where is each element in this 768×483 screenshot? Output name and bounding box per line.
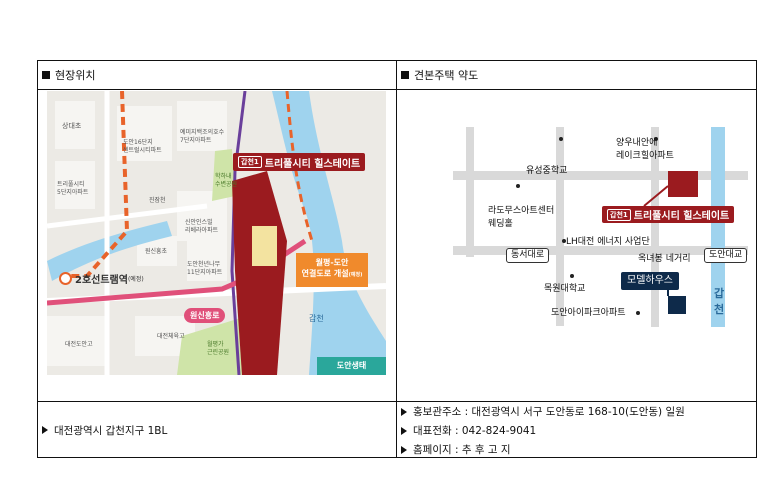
dir-label-lacrosse-line1: 라도무스아트센터 (488, 206, 555, 216)
map-label-school: 대전체육고 (157, 333, 185, 340)
project-name: 트리풀시티 힐스테이트 (264, 158, 361, 170)
directions-map-graphic (453, 127, 748, 327)
map-label-sinan: 신안인스빌 리베라아파트 (185, 219, 218, 235)
footer-address: 홍보관주소 : 대전광역시 서구 도안동로 168-10(도안동) 일원 (413, 406, 685, 418)
tram-station-label: 2호선트램역 (예정) (59, 271, 144, 286)
dir-label-yangwoo-line2: 레이크힐아파트 (616, 151, 674, 161)
dir-road-dongseo: 동서대로 (506, 248, 550, 263)
tram-station-sub: (예정) (127, 276, 144, 283)
wonsin-road-label: 원신흥로 (184, 308, 226, 323)
square-bullet-icon (42, 71, 50, 79)
map-label-wonsincho: 원신흥초 (145, 248, 168, 255)
triangle-bullet-icon (401, 445, 407, 454)
footer-homepage: 홈페이지 : 추 후 고 지 (413, 444, 511, 456)
map-label-doancheon-line2: 11단지아파트 (187, 269, 223, 276)
map-label-park-gap-line2: 수변공원 (215, 181, 238, 188)
map-label-ejs-line1: 예미지백조의호수 (180, 129, 225, 136)
footer-phone: 대표전화 : 042-824-9041 (413, 425, 537, 437)
triangle-bullet-icon (401, 426, 407, 435)
map-label-park: 월평가 근린공원 (207, 341, 229, 357)
footer-left: 대전광역시 갑천지구 1BL (42, 402, 396, 458)
dir-label-yangwoo: 양우내안에 레이크힐아파트 (616, 137, 674, 163)
triangle-bullet-icon (42, 426, 48, 434)
footer-homepage-row: 홈페이지 : 추 후 고 지 (401, 442, 755, 457)
dir-label-yangwoo-line1: 양우내안에 (616, 138, 658, 148)
map-label-treefull-line2: 5단지아파트 (57, 189, 89, 196)
map-label-treefull-line1: 트리풀시티 (57, 181, 85, 188)
map-label-park-gap: 학하내 수변공원 (215, 173, 237, 189)
map-label-doan-danji: 도안16단지 센트럴시티파트 (123, 139, 162, 155)
dir-road-doan-bridge: 도안대교 (704, 248, 748, 263)
dir-project-tag: 갑천1 (607, 208, 631, 221)
map-label-park-line1: 월평가 (207, 341, 224, 348)
directions-map: 양우내안에 레이크힐아파트 유성중학교 라도무스아트센터 웨딩홀 갑천1 트리풀… (406, 91, 754, 391)
dir-project-label: 갑천1 트리풀시티 힐스테이트 (602, 206, 735, 223)
header-location-label: 현장위치 (55, 69, 96, 82)
map-label-ejs: 예미지백조의호수 7단지아파트 (180, 129, 224, 145)
row-divider-1 (38, 89, 756, 90)
map-label-doancheon-line1: 도안천년나무 (187, 261, 221, 268)
dir-label-lh: LH대전 에너지 사업단 (566, 237, 650, 247)
map-label-ejs-line2: 7단지아파트 (180, 137, 212, 144)
header-location: 현장위치 (38, 61, 396, 89)
footer-address-row: 홍보관주소 : 대전광역시 서구 도안동로 168-10(도안동) 일원 (401, 404, 755, 419)
dir-project-name: 트리풀시티 힐스테이트 (633, 211, 730, 222)
road-callout-line1: 월평-도안 (315, 258, 349, 267)
footer-left-text: 대전광역시 갑천지구 1BL (54, 424, 168, 437)
row-divider-2 (38, 401, 756, 402)
map-label-doancheon: 도안천년나무 11단지아파트 (187, 261, 222, 277)
site-map-graphic (47, 91, 386, 375)
triangle-bullet-icon (401, 407, 407, 416)
road-callout-sub: (예정) (348, 272, 363, 278)
map-label-sangdaedong: 상대초 (62, 122, 82, 130)
doan-eco-label: 도안생태 (317, 357, 386, 375)
header-directions: 견본주택 약도 (397, 61, 757, 89)
map-label-doan-danji-line1: 도안16단지 (123, 139, 153, 146)
site-map: 상대초 도안16단지 센트럴시티파트 예미지백조의호수 7단지아파트 트리풀시티… (47, 91, 386, 375)
tram-station-icon (59, 272, 72, 285)
header-directions-label: 견본주택 약도 (414, 69, 479, 82)
dir-label-gapcheon: 갑 천 (713, 287, 725, 316)
square-bullet-icon (401, 71, 409, 79)
info-table: 현장위치 견본주택 약도 (37, 60, 757, 458)
road-callout-line2: 연결도로 개설 (301, 269, 349, 278)
map-label-gapcheon: 갑천 (309, 314, 324, 323)
dir-label-ipark: 도안아이파크아파트 (551, 308, 626, 318)
footer-phone-row: 대표전화 : 042-824-9041 (401, 423, 755, 438)
tram-station-name: 2호선트램역 (75, 275, 128, 286)
road-callout: 월평-도안 연결도로 개설(예정) (296, 253, 368, 287)
dir-label-lacrosse-line2: 웨딩홀 (488, 219, 513, 229)
map-label-park-line2: 근린공원 (207, 349, 230, 356)
dir-label-lacrosse: 라도무스아트센터 웨딩홀 (488, 205, 554, 231)
map-label-treefull: 트리풀시티 5단지아파트 (57, 181, 88, 197)
project-label: 갑천1 트리풀시티 힐스테이트 (233, 153, 366, 171)
column-divider (396, 61, 397, 457)
map-label-park-gap-line1: 학하내 (215, 173, 232, 180)
map-label-jinjamcho: 진잠천 (149, 197, 166, 204)
map-label-doan-danji-line2: 센트럴시티파트 (123, 147, 162, 154)
map-label-sinan-line1: 신안인스빌 (185, 219, 213, 226)
dir-label-oknyeo: 옥녀봉 네거리 (638, 254, 691, 264)
footer-right: 홍보관주소 : 대전광역시 서구 도안동로 168-10(도안동) 일원 대표전… (401, 404, 755, 457)
map-label-middle: 대전도안고 (65, 341, 93, 348)
map-label-sinan-line2: 리베라아파트 (185, 227, 219, 234)
dir-label-yusung: 유성중학교 (526, 166, 568, 176)
model-house-label: 모델하우스 (621, 272, 679, 290)
project-tag: 갑천1 (238, 156, 262, 168)
dir-label-mokwon: 목원대학교 (544, 284, 586, 294)
